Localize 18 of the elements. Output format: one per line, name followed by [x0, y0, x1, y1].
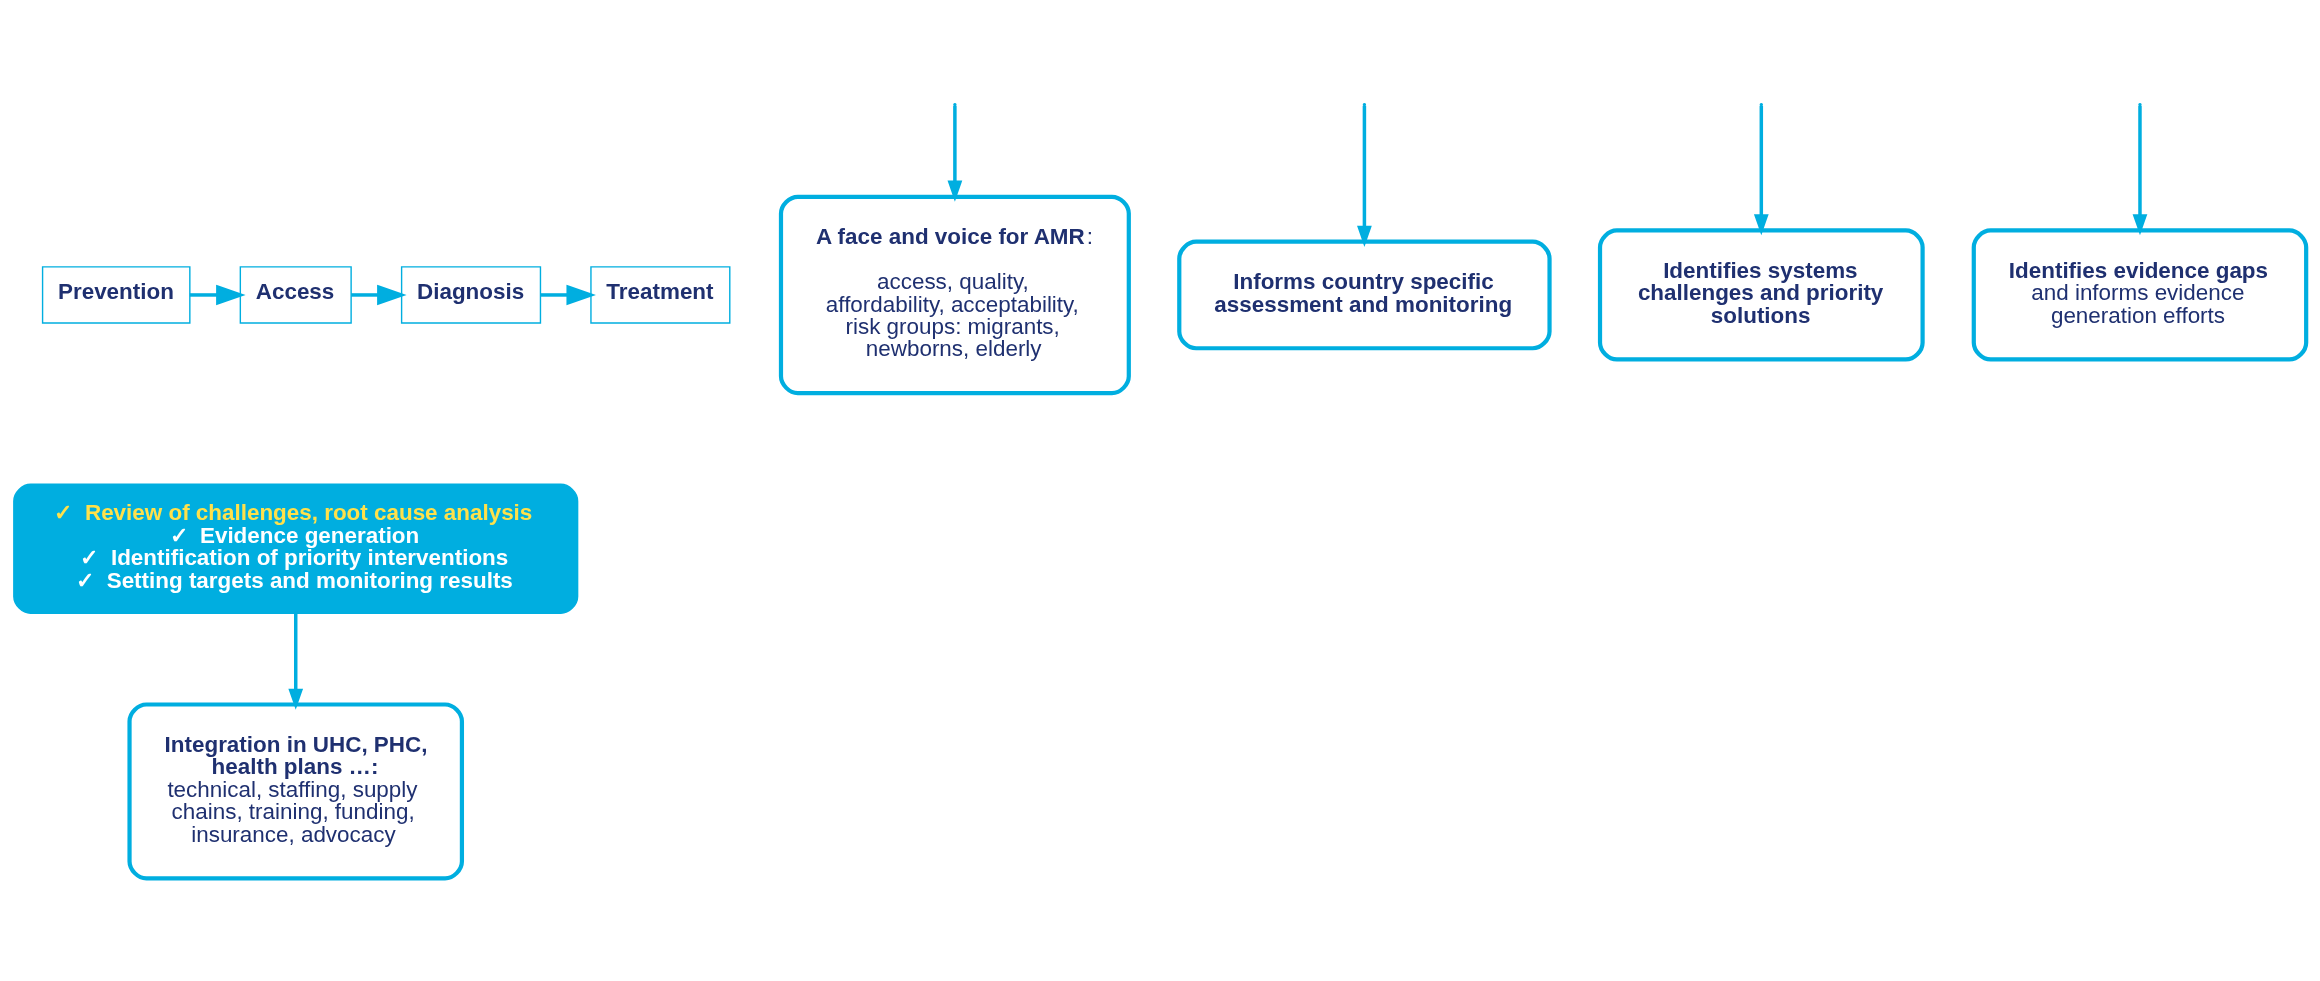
- node-box: Diagnosis: [400, 265, 542, 324]
- arrow: [2132, 105, 2148, 235]
- node-box: Informs country specific assessment and monitoring: [1177, 239, 1552, 350]
- arrow: [540, 284, 596, 305]
- node-box: Integration in UHC, PHC, health plans …: technical, staffing, supply chains, training, funding, insurance, advocacy: [127, 701, 465, 880]
- arrow: [1357, 105, 1372, 247]
- node-box: Access: [239, 265, 352, 324]
- node-box: A face and voice for AMR: access, quality, affordability, acceptability, risk groups: migrants, newborns, elderly: [778, 194, 1131, 395]
- node-box: ✓ Review of challenges, root cause analysis ✓ Evidence generation ✓ Identification of priority interventions ✓ Setting targets and monitoring results: [13, 483, 579, 614]
- node-box: Identifies evidence gaps and informs evidence generation efforts: [1971, 227, 2309, 362]
- node-box: Prevention: [41, 265, 191, 324]
- arrow: [947, 105, 963, 202]
- arrow: [351, 284, 407, 305]
- arrow: [288, 613, 304, 710]
- arrow: [189, 284, 246, 305]
- node-box: Identifies systems challenges and priority solutions: [1597, 227, 1925, 362]
- node-box: Treatment: [590, 265, 731, 324]
- arrow: [1753, 105, 1769, 235]
